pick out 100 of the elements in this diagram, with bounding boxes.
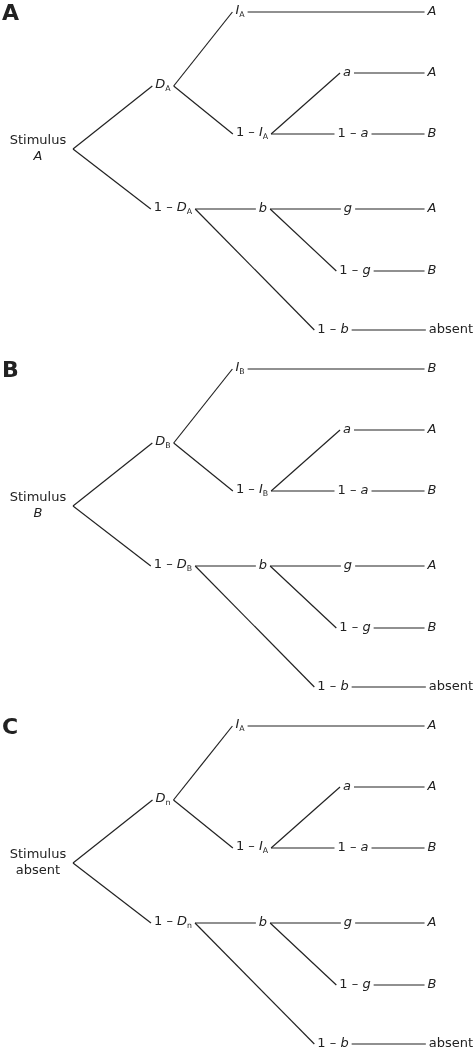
response-label: A [425, 200, 439, 216]
probability-label: 1 – b [315, 1035, 351, 1051]
branch-line [370, 847, 426, 849]
branch-line [247, 11, 426, 13]
branch-line [269, 565, 337, 629]
branch-line [72, 442, 153, 507]
probability-label: 1 – D$_{A}$ [151, 199, 195, 217]
response-label: B [425, 125, 439, 141]
probability-label: 1 – g [337, 262, 373, 278]
probability-label: I$_{B}$ [233, 359, 247, 377]
probability-label: 1 – I$_{B}$ [233, 481, 271, 499]
probability-label: g [341, 200, 355, 216]
response-label: B [425, 360, 439, 376]
branch-line [247, 725, 426, 727]
probability-label: 1 – a [335, 125, 371, 141]
probability-label: 1 – a [335, 839, 371, 855]
branch-line [194, 565, 315, 688]
branch-line [173, 442, 234, 492]
probability-label: b [256, 914, 270, 930]
branch-line [373, 270, 426, 272]
branch-line [173, 368, 233, 444]
stimulus-label: Stimulus B [4, 489, 72, 521]
branch-line [270, 133, 336, 135]
branch-line [353, 72, 426, 74]
panel-letter: C [2, 716, 19, 738]
branch-line [269, 922, 337, 986]
branch-line [351, 329, 427, 331]
branch-line [72, 862, 152, 924]
branch-line [194, 208, 315, 331]
probability-label: 1 – b [315, 678, 351, 694]
probability-label: 1 – a [335, 482, 371, 498]
branch-line [72, 505, 152, 567]
response-label: absent [426, 678, 474, 694]
probability-label: 1 – I$_{A}$ [233, 838, 271, 856]
stimulus-label: Stimulus A [4, 132, 72, 164]
branch-line [270, 847, 336, 849]
branch-line [354, 922, 426, 924]
probability-label: D$_{B}$ [153, 433, 173, 451]
branch-line [194, 922, 257, 924]
branch-line [351, 1043, 427, 1045]
branch-line [269, 565, 342, 567]
branch-line [72, 148, 152, 210]
response-label: A [425, 64, 439, 80]
probability-label: D$_{n}$ [153, 790, 173, 808]
response-label: B [425, 482, 439, 498]
branch-line [194, 208, 257, 210]
probability-label: b [256, 557, 270, 573]
branch-line [354, 565, 426, 567]
probability-label: g [341, 557, 355, 573]
probability-label: 1 – g [337, 976, 373, 992]
branch-line [353, 786, 426, 788]
response-label: A [425, 778, 439, 794]
response-label: A [425, 421, 439, 437]
branch-line [172, 725, 233, 801]
response-label: B [425, 619, 439, 635]
probability-label: b [256, 200, 270, 216]
response-label: absent [426, 1035, 474, 1051]
probability-label: D$_{A}$ [153, 76, 173, 94]
stimulus-label: Stimulus absent [4, 846, 72, 878]
panel-letter: A [2, 2, 20, 24]
branch-line [269, 208, 342, 210]
response-label: B [425, 262, 439, 278]
branch-line [269, 922, 342, 924]
probability-label: 1 – b [315, 321, 351, 337]
branch-line [370, 490, 426, 492]
branch-line [373, 984, 426, 986]
probability-label: I$_{A}$ [233, 716, 247, 734]
response-label: A [425, 3, 439, 19]
probability-label: I$_{A}$ [233, 2, 247, 20]
probability-label: g [341, 914, 355, 930]
branch-line [353, 429, 426, 431]
response-label: absent [426, 321, 474, 337]
response-label: B [425, 839, 439, 855]
branch-line [270, 72, 341, 135]
probability-label: a [341, 778, 353, 794]
branch-line [270, 429, 341, 492]
branch-line [354, 208, 426, 210]
branch-line [72, 799, 154, 864]
branch-line [373, 627, 426, 629]
probability-label: 1 – D$_{n}$ [152, 913, 194, 931]
branch-line [269, 208, 337, 272]
branch-line [173, 11, 233, 87]
probability-label: a [341, 64, 353, 80]
branch-line [270, 490, 336, 492]
branch-line [173, 85, 234, 135]
response-label: A [425, 717, 439, 733]
response-label: A [425, 914, 439, 930]
probability-label: a [341, 421, 353, 437]
branch-line [172, 799, 234, 849]
branch-line [194, 922, 315, 1045]
branch-line [247, 368, 426, 370]
probability-label: 1 – I$_{A}$ [233, 124, 271, 142]
branch-line [194, 565, 257, 567]
branch-line [72, 85, 153, 150]
branch-line [270, 786, 341, 849]
branch-line [370, 133, 426, 135]
response-label: A [425, 557, 439, 573]
response-label: B [425, 976, 439, 992]
branch-line [351, 686, 427, 688]
panel-letter: B [2, 359, 19, 381]
